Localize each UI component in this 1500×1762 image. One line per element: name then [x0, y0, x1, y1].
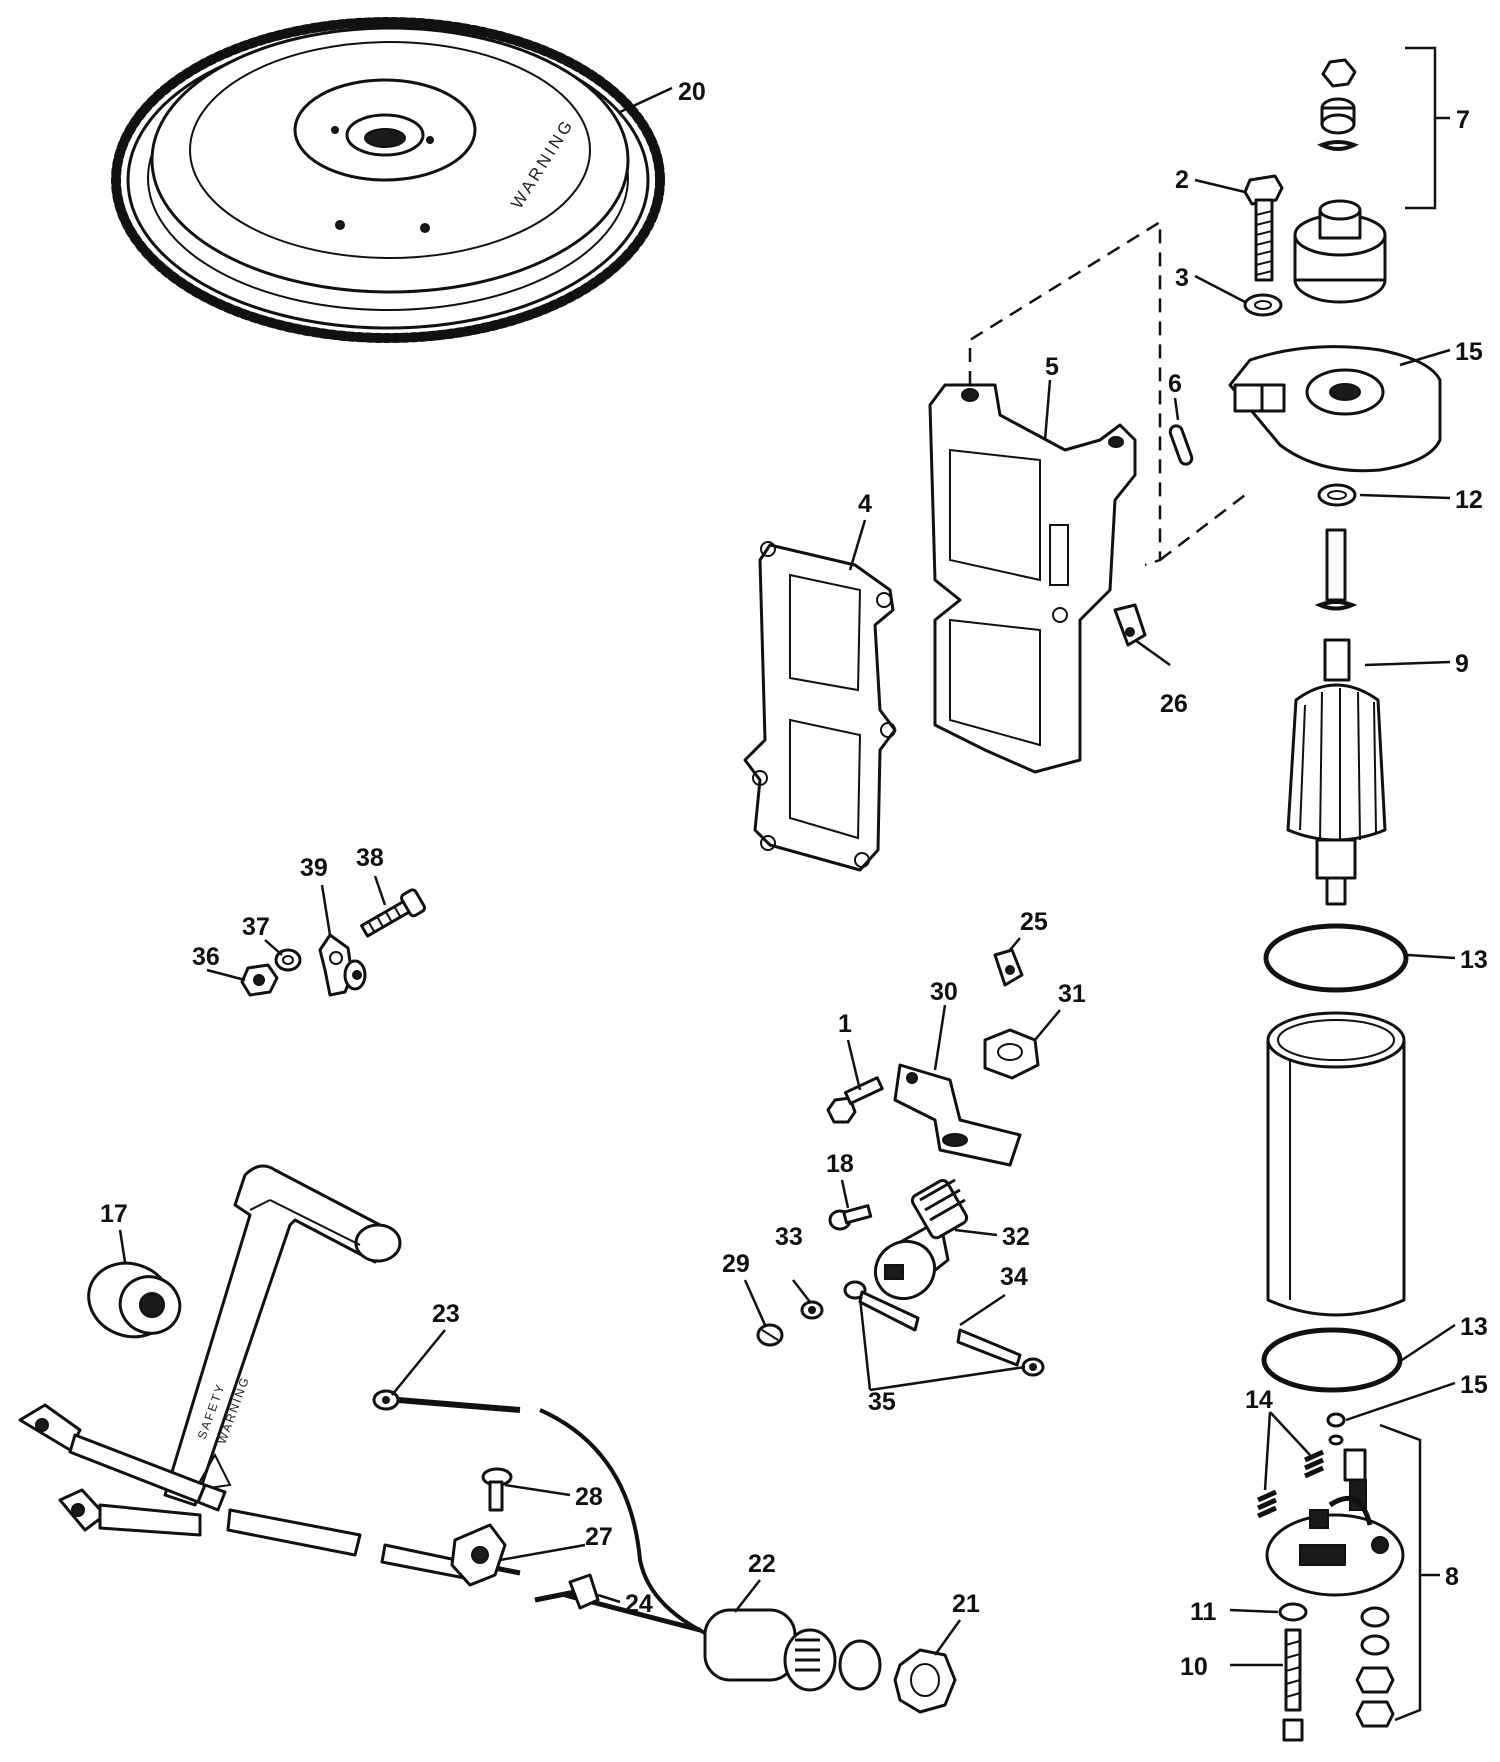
callout-28: 28	[575, 1483, 603, 1511]
terminal-hardware	[1355, 1606, 1395, 1728]
callout-38: 38	[356, 844, 384, 872]
callout-35: 35	[868, 1388, 896, 1416]
callout-26: 26	[1160, 690, 1188, 718]
callout-13-top: 13	[1460, 946, 1488, 974]
ground-terminal-hardware	[240, 888, 426, 997]
callout-34: 34	[1000, 1263, 1028, 1291]
alignment-dashes	[968, 219, 1246, 567]
field-frame	[1266, 1011, 1406, 1317]
callout-4: 4	[858, 490, 872, 518]
callout-19: 17	[100, 1200, 128, 1228]
terminal-24	[534, 1573, 600, 1610]
callout-23: 23	[432, 1300, 460, 1328]
callout-37: 37	[242, 913, 270, 941]
callout-39: 39	[300, 854, 328, 882]
callout-11: 11	[1190, 1598, 1217, 1626]
cable-clip-26	[1113, 603, 1147, 647]
callout-21: 21	[952, 1590, 980, 1618]
callout-24: 24	[625, 1590, 653, 1618]
callout-3: 3	[1175, 264, 1189, 292]
callout-20: 20	[678, 78, 706, 106]
callout-12: 12	[1455, 486, 1483, 514]
through-bolt	[1278, 1602, 1308, 1742]
callout-17: 15	[1455, 338, 1483, 366]
callout-2: 2	[1175, 166, 1189, 194]
callout-25: 25	[1020, 908, 1048, 936]
flywheel: WARNING	[111, 17, 665, 343]
mounting-gasket	[743, 541, 897, 872]
callout-33: 33	[775, 1223, 803, 1251]
cable-clamp-27	[450, 1523, 507, 1587]
callout-labels: 20 2 3 7 5 6 15 12 9 4 26 13 13 15 14 8 …	[100, 78, 1488, 1681]
callout-27: 27	[585, 1523, 613, 1551]
callout-32: 32	[1002, 1223, 1030, 1251]
bolt	[1243, 174, 1284, 282]
callout-6: 6	[1168, 370, 1182, 398]
callout-30: 30	[930, 978, 958, 1006]
switch-bracket-30	[893, 1063, 1022, 1167]
screw-28	[481, 1467, 513, 1512]
callout-8: 8	[1445, 1563, 1459, 1591]
callout-10: 10	[1180, 1653, 1208, 1681]
lock-nut-31	[983, 1028, 1040, 1080]
callout-5: 5	[1045, 353, 1059, 381]
washer	[1243, 293, 1283, 317]
callout-18: 18	[826, 1150, 854, 1178]
end-cap-plug	[1326, 1412, 1346, 1428]
o-ring-top	[1263, 923, 1409, 993]
starter-mounting-bracket	[928, 383, 1137, 774]
starter-lead-23	[372, 1389, 721, 1642]
starter-drive-pinion	[1293, 199, 1387, 304]
nut-21	[893, 1648, 957, 1714]
armature	[1286, 528, 1387, 906]
grommet-19	[87, 1261, 182, 1339]
drive-end-cap	[1228, 345, 1442, 473]
callout-14: 14	[1245, 1386, 1273, 1414]
lock-washer-33	[800, 1300, 824, 1320]
battery-cable-clamp-handle: SAFETY WARNING	[163, 1164, 402, 1507]
callout-31: 31	[1058, 980, 1086, 1008]
o-ring-bottom	[1261, 1327, 1403, 1393]
callout-36: 36	[192, 943, 220, 971]
neutral-start-switch-32	[873, 1178, 969, 1301]
screw-18	[828, 1204, 873, 1231]
clip-25	[993, 948, 1024, 987]
callout-29: 29	[722, 1250, 750, 1278]
callout-15: 15	[1460, 1371, 1488, 1399]
starter-solenoid-22	[703, 1608, 882, 1692]
switch-lead-wire-34	[843, 1280, 1045, 1377]
drive-nut-spring-group	[1316, 58, 1360, 151]
callout-13-bottom: 13	[1460, 1313, 1488, 1341]
battery-cable-negative	[58, 1488, 521, 1582]
battery-cable-positive	[18, 1403, 227, 1512]
callout-1: 1	[838, 1010, 852, 1038]
dowel-pin	[1168, 424, 1194, 466]
screw-29	[756, 1323, 784, 1347]
thrust-washer	[1317, 483, 1357, 507]
callout-7: 7	[1456, 106, 1470, 134]
screw-1	[826, 1076, 884, 1124]
brush-springs	[1256, 1449, 1325, 1519]
callout-22: 22	[748, 1550, 776, 1578]
leader-lines	[118, 46, 1456, 1722]
commutator-end-cap	[1265, 1434, 1405, 1597]
callout-9: 9	[1455, 650, 1469, 678]
